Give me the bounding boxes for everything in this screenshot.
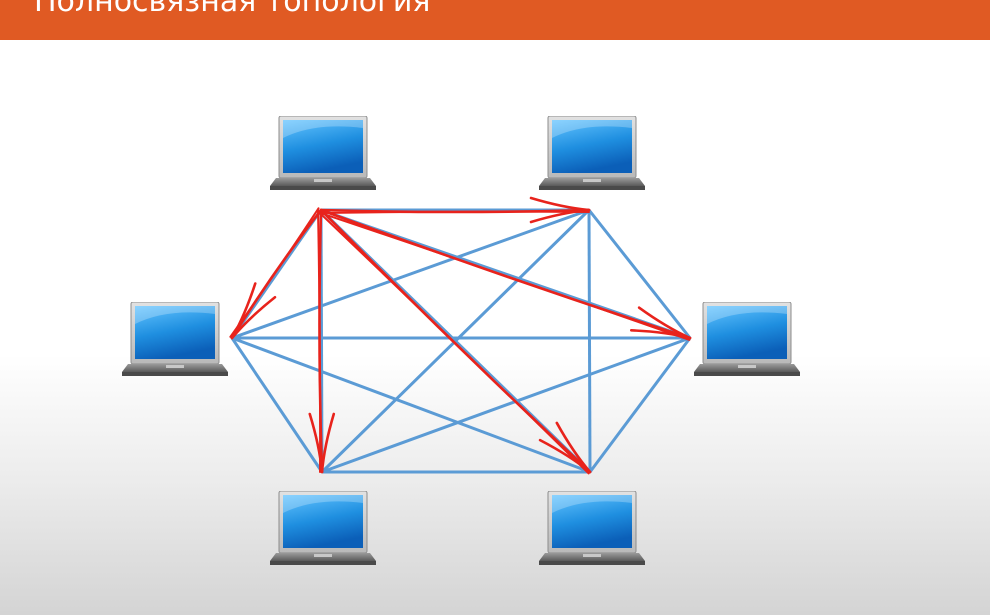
link-top-right-right: [587, 209, 692, 339]
node-bottom-right-laptop-icon: [539, 491, 645, 565]
node-top-left-laptop-icon: [270, 116, 376, 190]
node-left-laptop-icon: [122, 302, 228, 376]
node-bottom-left-laptop-icon: [270, 491, 376, 565]
link-top-right-bottom-right: [587, 209, 592, 473]
link-top-right-bottom-left: [320, 208, 591, 474]
slide-title: Полносвязная топология: [34, 0, 431, 19]
arrow-barb-right-2: [637, 306, 692, 340]
arrow-line2-right: [319, 211, 691, 341]
arrow-barb-bottom-left-2: [320, 412, 336, 474]
arrow-line2-top-right: [320, 210, 590, 214]
red-annotation-arrows: [229, 196, 692, 475]
node-top-right-laptop-icon: [539, 116, 645, 190]
arrow-barb-bottom-right-2: [555, 421, 592, 474]
link-left-bottom-left: [230, 337, 324, 473]
link-top-right-left: [231, 208, 590, 340]
link-right-bottom-left: [321, 336, 691, 474]
link-right-bottom-right: [588, 337, 692, 473]
node-right-laptop-icon: [694, 302, 800, 376]
mesh-links: [230, 208, 692, 474]
arrow-barb-left-2: [230, 295, 277, 340]
title-bar: Полносвязная топология: [0, 0, 990, 40]
arrow-line2-bottom-left: [317, 209, 322, 474]
laptops: [122, 116, 800, 565]
link-left-bottom-right: [231, 336, 591, 474]
arrow-line2-bottom-right: [317, 211, 590, 475]
arrow-barb-top-right-2: [529, 196, 591, 212]
